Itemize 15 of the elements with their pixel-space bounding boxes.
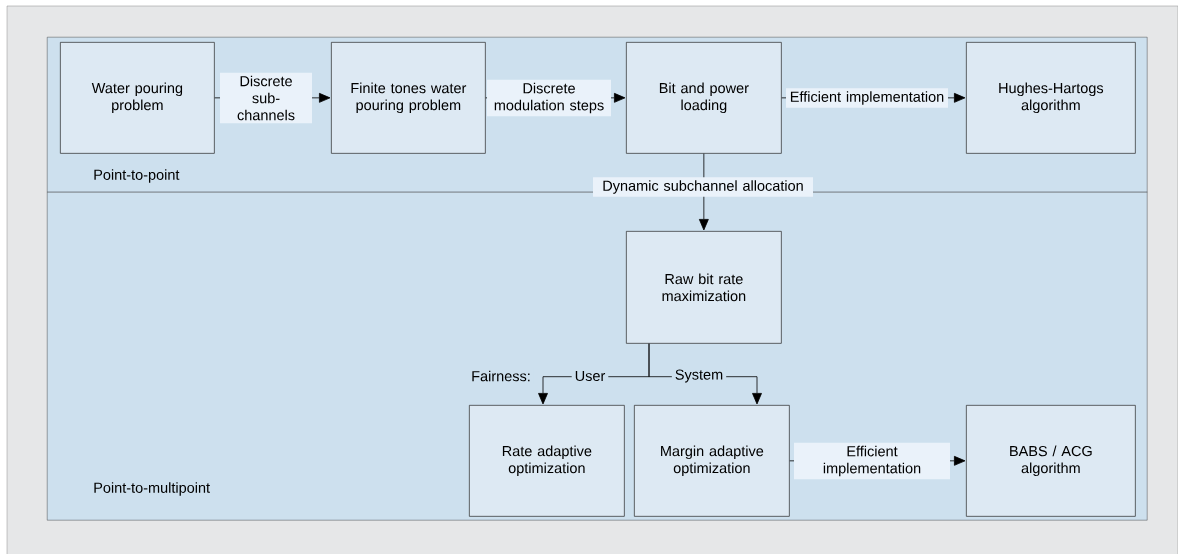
- process-box: Rate adaptive optimization: [469, 405, 625, 517]
- edge-label: Discrete modulation steps: [487, 79, 611, 117]
- process-box: Margin adaptive optimization: [634, 405, 790, 517]
- edge-label: System: [671, 366, 727, 386]
- process-box: Raw bit rate maximization: [626, 231, 782, 344]
- edge-label: Efficient implementation: [794, 442, 950, 480]
- edge-label: Dynamic subchannel allocation: [593, 177, 813, 197]
- edge-label: Efficient implementation: [786, 88, 948, 108]
- process-box: Water pouring problem: [60, 42, 215, 154]
- process-box: Hughes-Hartogs algorithm: [966, 42, 1136, 154]
- process-box: BABS / ACG algorithm: [966, 405, 1136, 517]
- arrow: [698, 153, 709, 231]
- edge-label: Discrete sub- channels: [220, 72, 312, 124]
- process-box: Bit and power loading: [626, 42, 782, 154]
- process-box: Finite tones water pouring problem: [331, 42, 486, 154]
